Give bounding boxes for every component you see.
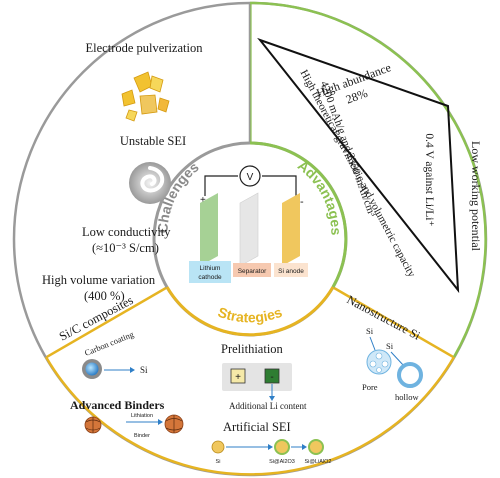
cell-minus: - <box>300 196 304 208</box>
cathode-label-1: Lithium <box>200 265 221 272</box>
prelithiation-title: Prelithiation <box>221 342 284 356</box>
pore-label: Pore <box>362 382 378 392</box>
hollow-si-icon <box>397 362 423 388</box>
prelithiation-plus: + <box>235 372 241 383</box>
strategies-title: Strategies <box>216 304 284 326</box>
binders-title: Advanced Binders <box>70 398 165 412</box>
coated-particle-icon <box>274 439 290 455</box>
outer-arc-green <box>249 1 487 358</box>
conductivity-value: (≈10⁻³ S/cm) <box>92 241 159 255</box>
prelithiation-plus-box <box>230 368 246 384</box>
artificial-sei-title: Artificial SEI <box>223 420 291 434</box>
cathode-label-box <box>189 261 231 283</box>
advantages-triangle <box>257 37 460 294</box>
prelithiation-minus-box <box>264 368 280 384</box>
carbon-coating-label: Carbon coating <box>83 329 136 358</box>
potential-value: 0.4 V against Li/Li⁺ <box>423 133 435 226</box>
prelithiation-minus: - <box>270 372 273 383</box>
binder-particle-icon <box>164 414 184 434</box>
inner-arc-yellow <box>165 286 335 337</box>
porous-si-icon <box>366 349 392 375</box>
lithiation-label: Lithiation <box>131 413 153 419</box>
cathode-label-2: cathode <box>198 274 222 281</box>
voltmeter-icon <box>239 165 261 187</box>
battery-cell: V + - Lithium cathode Separator Si anode <box>189 165 308 283</box>
challenges-sector: Electrode pulverization Unstable SEI Low… <box>42 41 203 303</box>
separator-label-box <box>233 263 271 277</box>
additional-li-label: Additional Li content <box>229 401 307 411</box>
sic-si-label: Si <box>140 365 148 375</box>
cell-plus: + <box>200 195 206 206</box>
volume-value: (400 %) <box>84 289 125 303</box>
carbon-coated-si-icon <box>82 359 102 379</box>
nano-si-label-1: Si <box>366 326 374 336</box>
sei-swirl-icon <box>129 162 171 204</box>
cathode-plate <box>200 193 218 266</box>
anode-label-box <box>274 263 308 277</box>
inner-arc-green <box>249 141 348 288</box>
sei-si-label: Si <box>216 459 221 465</box>
separator-plate <box>239 192 259 267</box>
sei-text: Unstable SEI <box>120 134 186 148</box>
sei-lialo-label: Si@LiAlO2 <box>305 459 332 465</box>
anode-plate <box>282 193 300 266</box>
coated-particle-icon <box>211 440 225 454</box>
nano-si-label-2: Si <box>386 341 394 351</box>
separator-label: Separator <box>238 268 267 275</box>
voltmeter-label: V <box>247 172 254 183</box>
outer-arc-yellow <box>44 356 456 476</box>
nano-title: Nanostructure Si <box>345 292 424 343</box>
hollow-label: hollow <box>395 392 419 402</box>
binder-particle-icon <box>84 416 102 434</box>
coated-particle-icon <box>308 439 324 455</box>
conductivity-text: Low conductivity <box>82 225 171 239</box>
volume-text: High volume variation <box>42 273 156 287</box>
pulverization-icon <box>121 71 170 122</box>
potential-label: Low working potential <box>469 141 483 252</box>
sei-alo-label: Si@Al2O3 <box>269 459 295 465</box>
pulverization-text: Electrode pulverization <box>86 41 204 55</box>
anode-label: Si anode <box>278 268 304 275</box>
binder-label: Binder <box>134 433 150 439</box>
